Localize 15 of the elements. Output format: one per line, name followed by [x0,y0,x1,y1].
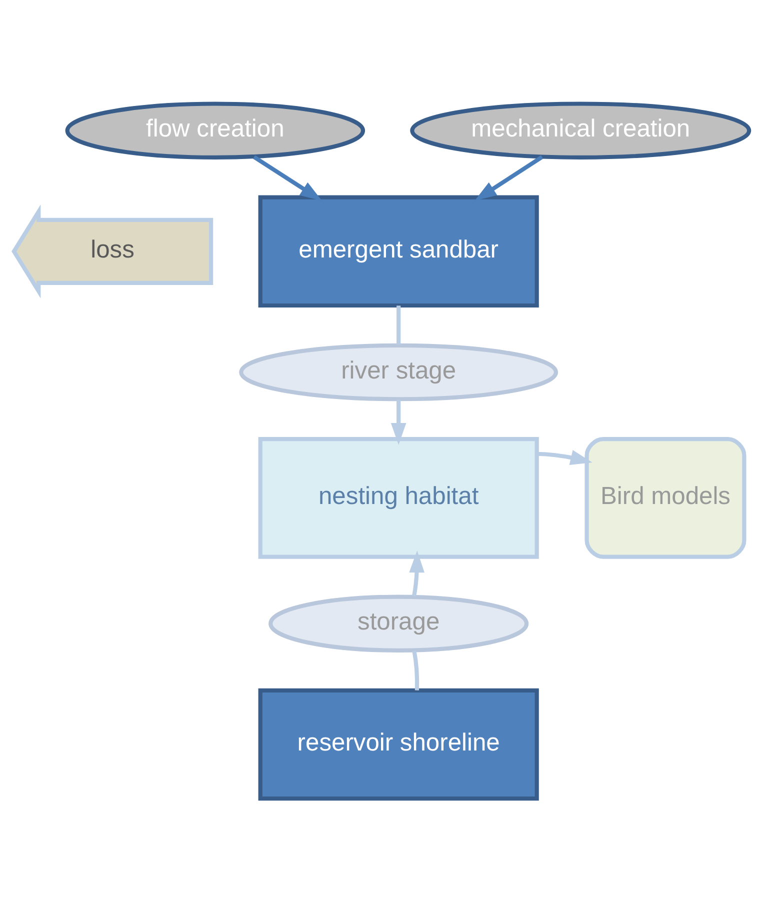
arrow [252,155,322,201]
node-ellipse: flow creation [65,102,366,160]
node-ellipse: river stage [239,343,558,402]
node-box: Bird models [584,437,746,559]
arrow [409,550,424,596]
arrow [474,155,544,201]
arrow [537,450,592,465]
node-ellipse: mechanical creation [410,102,752,160]
node-box: emergent sandbar [258,195,539,308]
connector [412,650,420,690]
arrow [390,400,406,445]
node-box: reservoir shoreline [258,688,539,801]
connector [396,306,401,345]
node-box: nesting habitat [258,437,539,559]
node-ellipse: storage [268,594,529,652]
